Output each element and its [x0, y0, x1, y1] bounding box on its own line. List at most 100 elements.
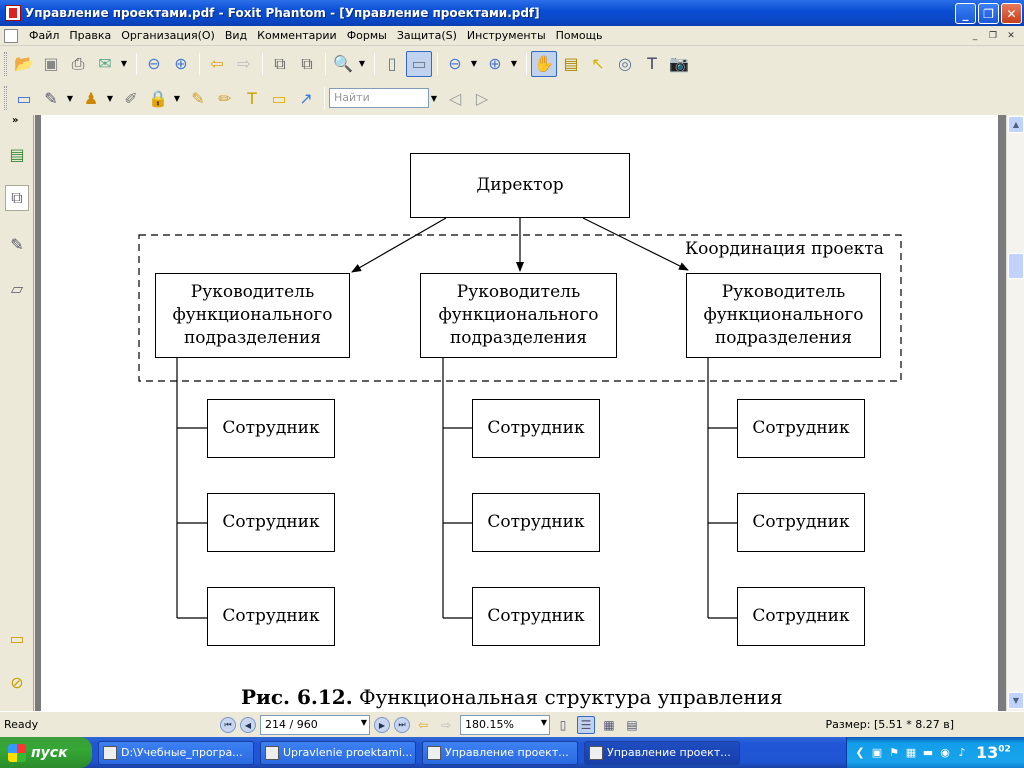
textbox-icon[interactable]: T [247, 88, 257, 108]
cover-view-icon[interactable]: ▤ [626, 718, 638, 732]
menu-view[interactable]: Вид [224, 29, 248, 42]
stamp-dropdown-icon[interactable]: ▼ [106, 93, 114, 103]
comments-panel-icon[interactable]: ▭ [9, 628, 25, 648]
prev-page-status-icon[interactable]: ◀ [240, 717, 256, 733]
find-prev-icon[interactable]: ◁ [448, 88, 462, 108]
last-page-icon[interactable]: ⏭ [394, 717, 410, 733]
pencil-icon[interactable]: ✏ [218, 88, 232, 108]
tray-arrow-icon[interactable]: ❮ [855, 746, 865, 759]
next-page-icon[interactable]: ⊕ [174, 54, 188, 73]
menu-organize[interactable]: Организация(O) [121, 29, 215, 42]
sign-icon[interactable]: ✐ [124, 88, 138, 108]
zoom-in-icon[interactable]: ⊕ [488, 54, 502, 73]
scroll-thumb[interactable] [1008, 253, 1024, 279]
close-button[interactable]: ✕ [1001, 3, 1022, 24]
pages-icon[interactable]: ⧉ [5, 185, 29, 211]
first-page-icon[interactable]: ⏮ [220, 717, 236, 733]
note-edit-icon[interactable]: ✎ [191, 88, 205, 108]
select-arrow-icon[interactable]: ↖ [591, 54, 605, 73]
next-page-status-icon[interactable]: ▶ [374, 717, 390, 733]
expand-panel-icon[interactable]: » [12, 115, 19, 126]
attachments-panel-icon[interactable]: ▱ [10, 278, 24, 298]
continuous-view-icon[interactable]: ☰ [577, 716, 595, 734]
paste-page-icon[interactable]: ⧉ [301, 53, 313, 73]
email-icon[interactable]: ✉ [98, 54, 112, 73]
vertical-scrollbar[interactable]: ▲ ▼ [1006, 115, 1024, 711]
paperclip-icon[interactable]: ⊘ [10, 672, 24, 692]
find-next-icon[interactable]: ▷ [475, 88, 489, 108]
status-forward-icon[interactable]: ⇨ [440, 718, 452, 732]
stamp-icon[interactable]: ♟ [83, 88, 99, 108]
select-text-icon[interactable]: ▤ [563, 54, 579, 73]
taskbar-item-explorer[interactable]: D:\Учебные_програ... [98, 740, 254, 765]
scroll-down-icon[interactable]: ▼ [1008, 692, 1024, 709]
tray-language-icon[interactable]: ▦ [905, 746, 917, 759]
menu-comments[interactable]: Комментарии [257, 29, 337, 42]
document-view[interactable]: Координация проекта Директор Руководител… [35, 115, 1006, 711]
find-input[interactable]: Найти [329, 88, 429, 108]
menu-edit[interactable]: Правка [69, 29, 112, 42]
zoom-dropdown-icon[interactable]: ▼ [358, 59, 366, 68]
print-icon[interactable]: ⎙ [71, 53, 85, 73]
tray-battery-icon[interactable]: ◉ [940, 746, 950, 759]
toolbar-grip-2[interactable] [4, 86, 7, 110]
copy-page-icon[interactable]: ⧉ [274, 53, 286, 73]
open-folder-icon[interactable]: 📂 [14, 54, 34, 73]
tray-flag-icon[interactable]: ⚑ [889, 746, 899, 759]
zoom-out-icon[interactable]: ⊖ [448, 54, 462, 73]
taskbar-item-foxit[interactable]: Управление проект... [584, 740, 740, 765]
facing-view-icon[interactable]: ▦ [603, 718, 615, 732]
toolbar-grip[interactable] [4, 51, 7, 76]
tray-monitor-icon[interactable]: ▬ [922, 746, 934, 759]
lock-dropdown-icon[interactable]: ▼ [173, 93, 181, 103]
back-icon[interactable]: ⇦ [210, 54, 224, 73]
zoom-out-dropdown-icon[interactable]: ▼ [470, 59, 478, 68]
clock[interactable]: 1302 [976, 743, 1011, 762]
page-number-field[interactable]: 214 / 960▼ [260, 715, 370, 735]
forward-icon[interactable]: ⇨ [237, 54, 251, 73]
zoom-field[interactable]: 180.15%▼ [460, 715, 550, 735]
tray-volume-icon[interactable]: ♪ [958, 746, 966, 759]
typewriter-icon[interactable]: T [647, 54, 657, 73]
layers-icon[interactable]: ✎ [10, 234, 24, 254]
document-icon[interactable] [4, 28, 18, 43]
find-dropdown-icon[interactable]: ▼ [430, 93, 438, 103]
comment-icon[interactable]: ▭ [271, 88, 287, 108]
status-back-icon[interactable]: ⇦ [417, 718, 429, 732]
bookmarks-icon[interactable]: ▤ [9, 144, 25, 164]
tray-network-icon[interactable]: ▣ [871, 746, 883, 759]
email-dropdown-icon[interactable]: ▼ [120, 59, 128, 68]
menu-file[interactable]: Файл [29, 29, 60, 42]
edit-dropdown-icon[interactable]: ▼ [66, 93, 74, 103]
hand-tool-icon[interactable]: ✋ [531, 50, 557, 77]
menu-forms[interactable]: Формы [346, 29, 387, 42]
menu-protect[interactable]: Защита(S) [396, 29, 457, 42]
menu-tools[interactable]: Инструменты [466, 29, 546, 42]
prev-page-icon[interactable]: ⊖ [147, 54, 161, 73]
doc-close-button[interactable]: ✕ [1007, 30, 1015, 41]
arrow-tool-icon[interactable]: ↗ [299, 88, 313, 108]
single-page-view-icon[interactable]: ▯ [559, 718, 567, 732]
edit-pen-icon[interactable]: ✎ [44, 88, 58, 108]
start-button[interactable]: пуск [0, 737, 92, 768]
fit-width-icon[interactable]: ▭ [406, 50, 432, 77]
snapshot-icon[interactable]: 📷 [669, 54, 689, 73]
scroll-up-icon[interactable]: ▲ [1008, 116, 1024, 133]
manager-title-line1: Руководитель [721, 282, 846, 302]
binoculars-icon[interactable]: ◎ [618, 54, 632, 73]
menu-help[interactable]: Помощь [555, 29, 603, 42]
zoom-in-tool-icon[interactable]: 🔍 [333, 54, 353, 73]
taskbar-item-winrar[interactable]: Upravlenie proektami... [260, 740, 416, 765]
fit-page-icon[interactable]: ▯ [387, 54, 397, 73]
save-icon[interactable]: ▣ [43, 54, 59, 73]
app-icon[interactable] [5, 5, 21, 21]
taskbar-item-word[interactable]: Управление проект... [422, 740, 578, 765]
lock-icon[interactable]: 🔒 [148, 88, 168, 108]
doc-minimize-button[interactable]: _ [972, 30, 978, 41]
minimize-button[interactable]: _ [955, 3, 976, 24]
single-page-icon[interactable]: ▭ [16, 88, 32, 108]
maximize-button[interactable]: ❐ [978, 3, 999, 24]
doc-restore-button[interactable]: ❐ [988, 30, 998, 41]
zoom-in-dropdown-icon[interactable]: ▼ [510, 59, 518, 68]
